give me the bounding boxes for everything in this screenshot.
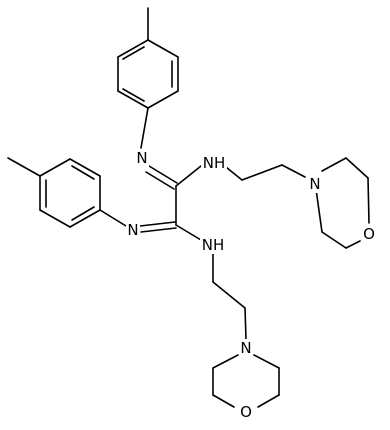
ring-bond [345,157,369,179]
c-nh-bond-lower [175,224,202,241]
imine-double-bond-upper [145,171,175,190]
imine-double-bond-left [139,221,176,227]
imine-double-bond-upper [148,165,178,184]
ring-bond [69,158,101,177]
linker-bond [244,307,247,340]
aryl-n-bond-left [99,209,127,227]
ring-bond [39,209,71,228]
imine-nitrogen-upper: N [136,149,147,167]
ring-bond [147,39,179,58]
ring-bond [315,188,323,233]
c-nh-bond-upper [175,165,202,187]
morpholine-oxygen-upper: O [363,225,375,243]
ring-bond [212,354,239,369]
amine-nh-lower: NH [202,236,225,254]
morpholine-ring-lower [212,354,280,408]
ring-bond [117,39,149,58]
ring-inner-double-bond [71,165,95,180]
ring-inner-double-bond [122,46,145,60]
ring-bond [345,240,361,249]
ring-bond [117,90,149,109]
imine-double-bond-left [140,227,177,233]
morpholine-ring-upper [315,157,370,249]
ring-bond [367,177,370,224]
ring-inner-double-bond [71,206,95,221]
ring-bond [253,354,280,369]
aryl-n-bond-upper [140,107,149,149]
morpholine-nitrogen-lower: N [240,339,251,357]
tolyl-ring-left [7,157,101,228]
ring-bond [321,231,347,249]
linker-bond [212,281,246,309]
ethyl-linker-upper [220,162,306,181]
imine-nitrogen-left: N [127,221,138,239]
atom-labels: N N NH NH N O N O [126,149,377,421]
methyl-bond-left [7,157,41,177]
linker-bond [241,164,283,181]
ethyl-linker-lower [212,250,247,340]
linker-bond [281,164,306,178]
morpholine-nitrogen-upper: N [309,175,320,193]
ring-bond [321,157,347,172]
ring-bond [212,394,235,408]
amine-nh-upper: NH [203,154,226,172]
ring-inner-double-bond [122,88,145,102]
ring-bond [147,90,179,109]
morpholine-oxygen-lower: O [240,403,252,421]
ring-bond [69,209,101,228]
core-bonds [99,107,202,241]
ring-bond [257,394,280,408]
tolyl-ring-upper [117,7,179,109]
ring-bond [39,158,71,177]
